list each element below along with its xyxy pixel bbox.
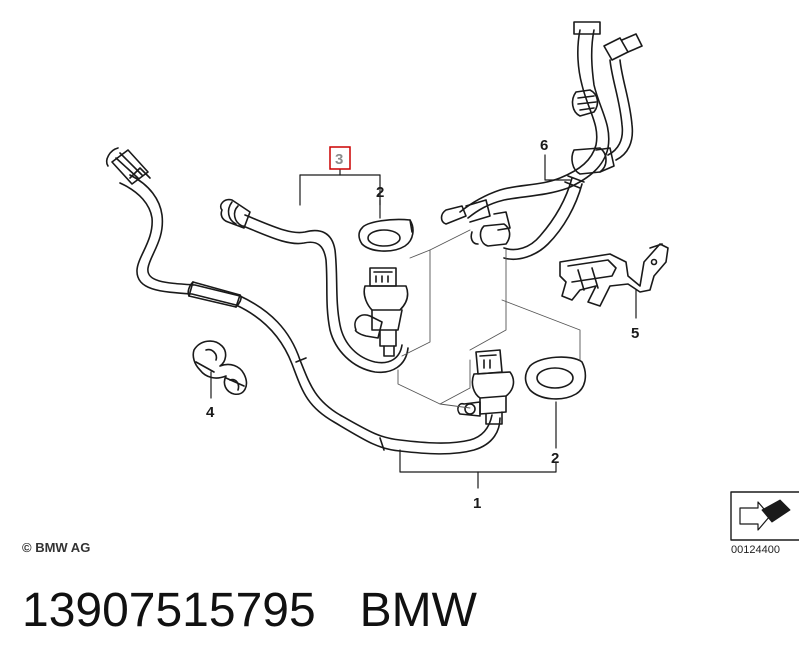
assembly-lines [397, 229, 581, 409]
ring-part-2-upper [358, 218, 414, 252]
callout-2-lower[interactable]: 2 [551, 450, 559, 467]
connector-upper [219, 198, 251, 229]
callout-1[interactable]: 1 [473, 495, 481, 512]
hose-part-1 [105, 147, 501, 455]
part-caption: 13907515795 BMW [22, 583, 477, 638]
callout-2-upper[interactable]: 2 [376, 184, 384, 201]
copyright-notice: © BMW AG [22, 540, 91, 555]
ring-part-2-lower [524, 356, 587, 400]
connector-left [105, 147, 151, 185]
valve-upper [363, 267, 409, 357]
image-number-box [730, 491, 799, 541]
clip-part-4 [192, 340, 248, 396]
bracket-part-5 [559, 243, 669, 307]
callout-3[interactable]: 3 [335, 151, 343, 168]
callout-6[interactable]: 6 [540, 137, 548, 154]
leader-lines [210, 154, 637, 489]
part-brand: BMW [359, 584, 477, 637]
connector-top-right [571, 21, 643, 117]
valve-lower [457, 349, 515, 425]
hose-part-6 [440, 21, 643, 260]
part-number: 13907515795 [22, 584, 316, 637]
callout-3-highlight-box [329, 146, 351, 170]
callout-5[interactable]: 5 [631, 325, 639, 342]
image-number: 00124400 [731, 544, 780, 556]
callout-4[interactable]: 4 [206, 404, 215, 421]
